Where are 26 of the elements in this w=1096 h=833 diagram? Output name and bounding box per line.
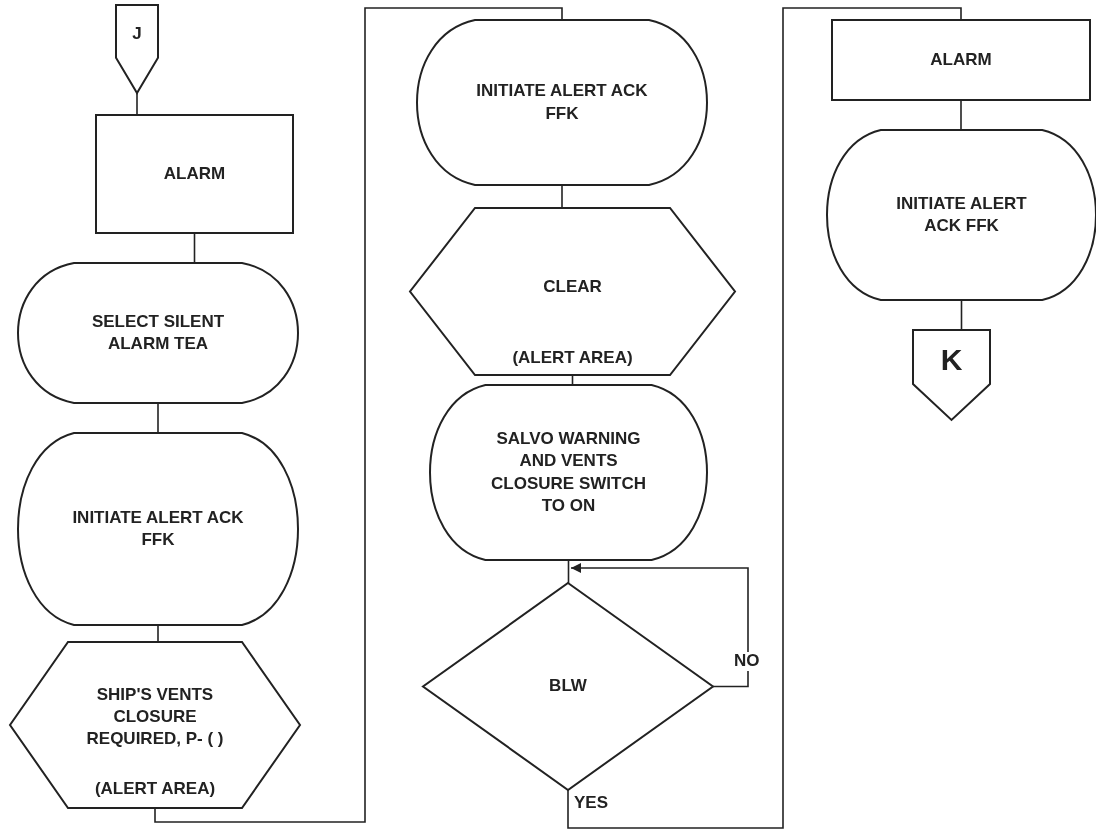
edge-label: NO <box>732 652 762 671</box>
connector-line <box>561 184 563 209</box>
step-text: INITIATE ALERT ACK FFK <box>895 192 1028 237</box>
step-text: INITIATE ALERT ACK FFK <box>71 506 245 551</box>
step-text: ALARM <box>163 162 226 185</box>
connector-letter: J <box>132 22 142 45</box>
connector-letter: K <box>940 341 963 378</box>
step-text: (ALERT AREA) <box>512 346 633 369</box>
decision-text: BLW <box>549 675 587 698</box>
connector-line <box>157 402 159 434</box>
step-text: INITIATE ALERT ACK FFK <box>475 80 649 125</box>
connector-line <box>154 7 563 823</box>
connector-line <box>193 232 196 264</box>
connector-line <box>567 559 570 584</box>
step-text: CLEAR <box>543 276 602 298</box>
step-text: (ALERT AREA) <box>94 777 216 800</box>
connector-line <box>567 7 962 829</box>
step-text: SELECT SILENT ALARM TEA <box>90 310 226 355</box>
arrow <box>570 563 749 688</box>
step-text: SHIP'S VENTS CLOSURE REQUIRED, P- ( ) <box>85 684 225 751</box>
connector-line <box>136 92 138 116</box>
connector-line <box>157 624 159 643</box>
connector-line <box>960 299 963 331</box>
step-text: ALARM <box>930 48 992 71</box>
connector-line <box>960 99 962 131</box>
step-text: SALVO WARNING AND VENTS CLOSURE SWITCH TO ON <box>490 428 647 517</box>
